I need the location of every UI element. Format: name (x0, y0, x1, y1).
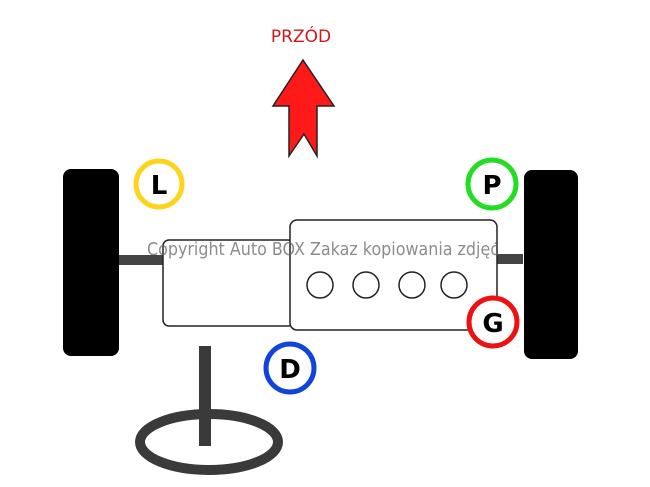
steering-wheel (135, 409, 283, 475)
marker-P: P (465, 157, 519, 211)
marker-P-label: P (482, 171, 501, 201)
marker-D: D (263, 341, 317, 395)
cylinder-1 (306, 271, 334, 299)
cylinder-4 (440, 271, 468, 299)
right-axle (496, 254, 523, 264)
watermark-text: Copyright Auto BOX Zakaz kopiowania zdję… (147, 239, 499, 260)
left-axle (118, 255, 164, 265)
marker-G: G (466, 295, 520, 349)
marker-L: L (133, 158, 185, 210)
direction-label: PRZÓD (271, 25, 331, 47)
cylinder-2 (352, 271, 380, 299)
marker-D-label: D (279, 355, 301, 385)
right-wheel (524, 170, 578, 359)
left-wheel (63, 169, 119, 356)
cylinder-3 (398, 271, 426, 299)
steering-column (199, 346, 211, 446)
engine-block (289, 219, 498, 331)
forward-arrow-icon (271, 58, 336, 159)
marker-G-label: G (482, 309, 503, 339)
marker-L-label: L (151, 171, 168, 201)
